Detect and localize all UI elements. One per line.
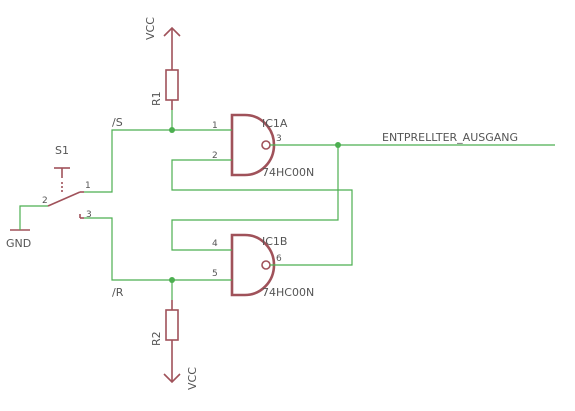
wire-output-net <box>171 144 555 251</box>
output-net-label: ENTPRELLTER_AUSGANG <box>382 131 518 144</box>
wire-set-net <box>84 110 232 193</box>
ic1a-pin3-label: 3 <box>276 134 282 144</box>
r1-label: R1 <box>150 91 163 106</box>
ic1a-type-label: 74HC00N <box>262 166 314 179</box>
set-net-label: /S <box>112 116 123 129</box>
vcc-bottom-symbol <box>163 373 181 384</box>
vcc-bottom-label: VCC <box>186 367 199 390</box>
vcc-top-symbol <box>163 26 181 48</box>
vcc-top-label: VCC <box>144 17 157 40</box>
s1-pin3-label: 3 <box>86 210 92 220</box>
resistor-r1 <box>165 48 179 110</box>
ic1b-type-label: 74HC00N <box>262 286 314 299</box>
s1-label: S1 <box>55 144 69 157</box>
ic1a-pin1-label: 1 <box>212 121 218 131</box>
s1-pin1-label: 1 <box>85 181 91 191</box>
wire-reset-net <box>84 217 232 300</box>
wire-gnd <box>19 205 48 230</box>
gnd-label: GND <box>6 237 31 250</box>
junction-set <box>169 127 175 133</box>
ic1b-pin6-label: 6 <box>276 254 282 264</box>
wire-feedback <box>171 159 353 266</box>
r2-label: R2 <box>150 331 163 346</box>
ic1b-pin4-label: 4 <box>212 239 218 249</box>
junction-output <box>335 142 341 148</box>
ic1a-name-label: IC1A <box>262 117 288 130</box>
resistor-r2 <box>165 300 179 382</box>
ic1a-pin2-label: 2 <box>212 151 218 161</box>
ic1b-pin5-label: 5 <box>212 269 218 279</box>
switch-s1 <box>47 167 84 219</box>
s1-pin2-label: 2 <box>42 196 48 206</box>
junction-reset <box>169 277 175 283</box>
reset-net-label: /R <box>112 286 124 299</box>
ic1b-name-label: IC1B <box>262 235 287 248</box>
